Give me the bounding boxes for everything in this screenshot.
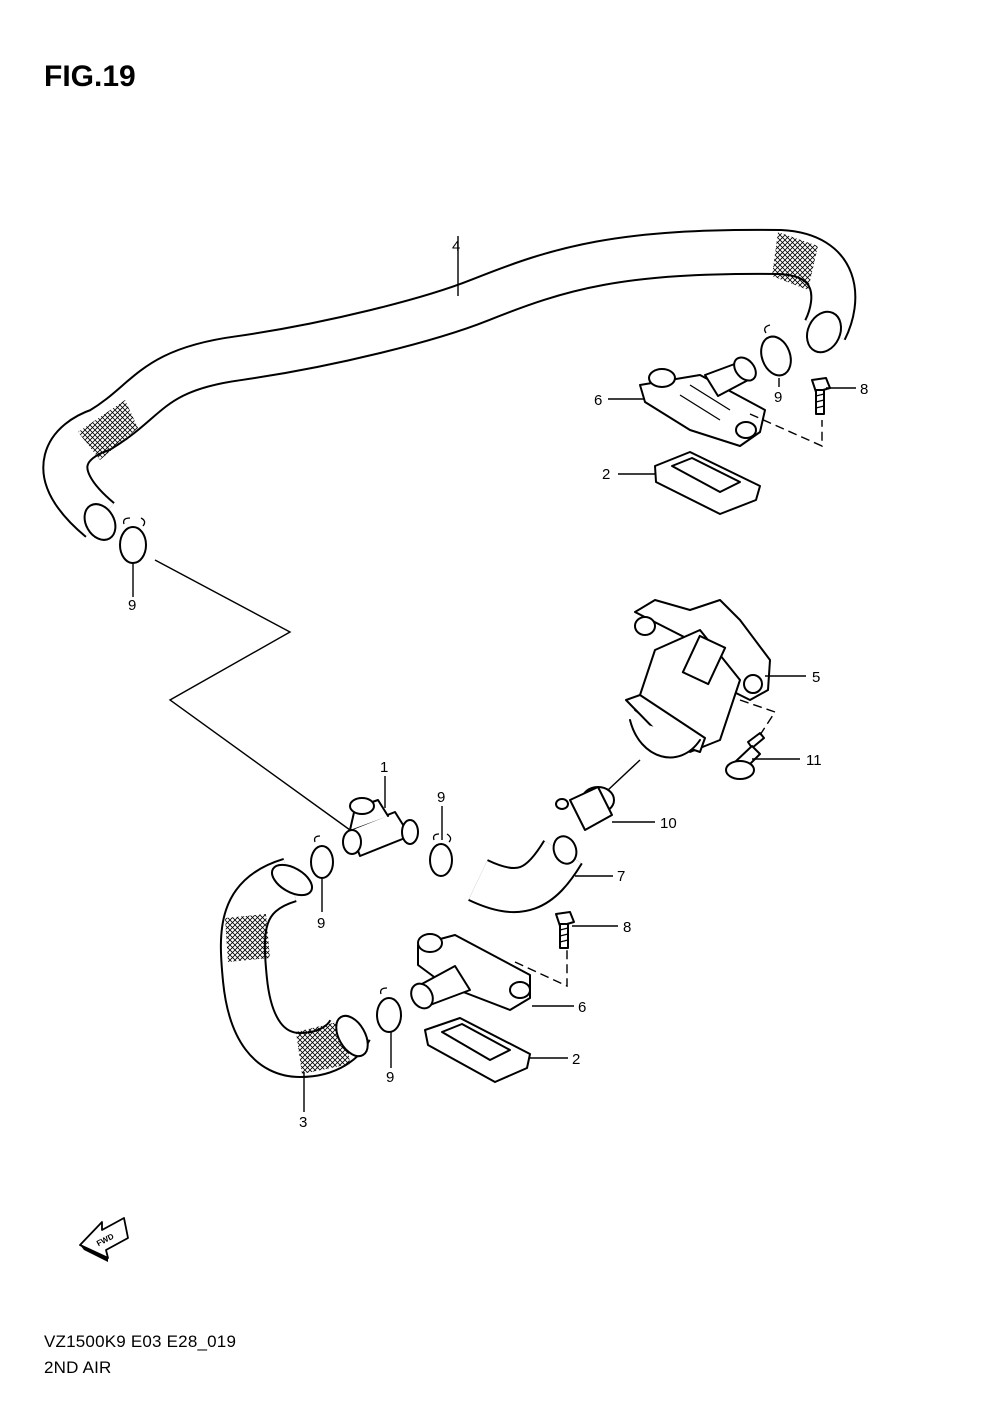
clamp-9-upper-right[interactable] — [756, 324, 796, 380]
callout-1: 1 — [380, 759, 388, 776]
figure-title: FIG.19 — [44, 60, 136, 93]
callout-3: 3 — [299, 1114, 307, 1131]
section-title: 2ND AIR — [44, 1358, 112, 1377]
callout-9-middle-right: 9 — [437, 789, 445, 806]
hose-7[interactable] — [468, 833, 583, 913]
callout-9-lower: 9 — [386, 1069, 394, 1086]
callout-2-upper: 2 — [602, 466, 610, 483]
clamp-9-middle-right[interactable] — [429, 833, 453, 877]
hose-3[interactable] — [219, 857, 374, 1078]
reed-valve-cover-6-lower[interactable] — [407, 933, 531, 1012]
callout-6-upper: 6 — [594, 392, 602, 409]
clamp-9-middle-left[interactable] — [310, 835, 334, 879]
callout-8-upper: 8 — [860, 381, 868, 398]
t-joint-1[interactable] — [342, 797, 419, 857]
callout-9-left: 9 — [128, 597, 136, 614]
reed-gasket-2-lower[interactable] — [424, 1017, 531, 1083]
callout-5: 5 — [812, 669, 820, 686]
reed-gasket-2-upper[interactable] — [654, 451, 761, 515]
callout-6-lower: 6 — [578, 999, 586, 1016]
callout-7: 7 — [617, 868, 625, 885]
fwd-arrow-icon: FWD — [79, 1217, 129, 1262]
callout-2-lower: 2 — [572, 1051, 580, 1068]
bolt-8-upper[interactable] — [811, 377, 831, 415]
control-valve-5[interactable] — [625, 599, 771, 759]
hose-clip-10[interactable] — [555, 786, 615, 831]
reed-valve-cover-6-upper[interactable] — [639, 353, 766, 447]
callout-8-lower: 8 — [623, 919, 631, 936]
bolt-8-lower[interactable] — [555, 911, 575, 949]
hose-4[interactable] — [42, 228, 857, 545]
clamp-9-left[interactable] — [119, 517, 147, 564]
model-code: VZ1500K9 E03 E28_019 — [44, 1332, 237, 1351]
clamp-9-lower[interactable] — [376, 987, 402, 1033]
callout-4: 4 — [452, 238, 460, 255]
callout-9-middle-left: 9 — [317, 915, 325, 932]
callout-9-upper-right: 9 — [774, 389, 782, 406]
callout-10: 10 — [660, 815, 677, 832]
callout-11: 11 — [806, 752, 822, 769]
connector-lines — [132, 236, 856, 1112]
screw-11[interactable] — [725, 732, 765, 780]
